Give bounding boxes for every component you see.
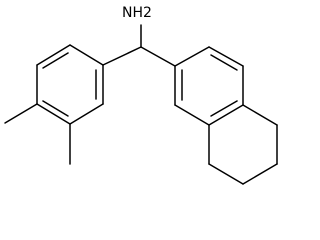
ring-a-bond	[36, 103, 71, 125]
ring-b-bond	[174, 46, 210, 67]
ring-c-bond	[242, 104, 278, 126]
ring-a-bond	[69, 103, 104, 125]
ring-b-bond	[174, 104, 210, 126]
ring-b-bond	[208, 46, 244, 67]
ring-a-double-bond	[42, 52, 69, 69]
chemical-structure-diagram: NH2	[4, 5, 278, 185]
dimethylphenyl-ring	[36, 44, 104, 125]
ring-b-bond	[208, 104, 244, 126]
bond-central-to-dimethylphenyl	[102, 46, 142, 66]
ring-a-double-bond	[42, 100, 69, 117]
amine-label: NH2	[122, 5, 152, 21]
ring-a-bond	[69, 44, 104, 66]
ring-a-bond	[36, 44, 71, 66]
ring-b-double-bond	[210, 54, 238, 71]
ring-b-double-bond	[210, 100, 238, 117]
ring-c-bond	[208, 163, 244, 185]
tetrahydronaphthyl-aromatic-ring	[174, 46, 244, 126]
tetrahydronaphthyl-saturated-ring	[208, 104, 278, 185]
ring-c-bond	[242, 163, 278, 185]
methyl-bond-para	[4, 103, 38, 124]
bond-central-to-tetrahydronaphthyl	[140, 46, 176, 67]
